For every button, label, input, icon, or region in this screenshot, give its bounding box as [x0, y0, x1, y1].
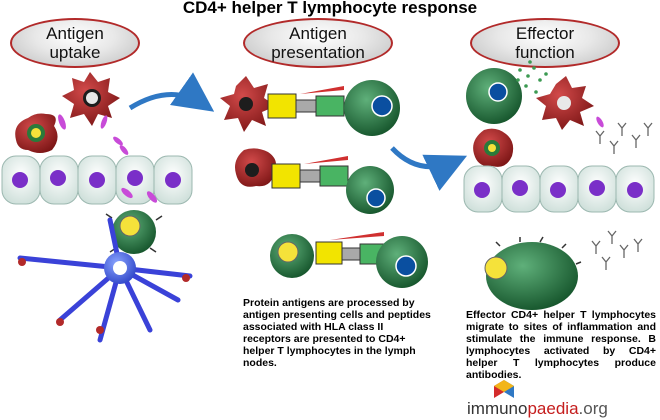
logo-text-immuno: immuno: [467, 399, 528, 418]
antigen-particles: [58, 114, 129, 155]
plasma-b-cell: [484, 236, 582, 310]
presentation-description: Protein antigens are processed by antige…: [243, 297, 431, 369]
stage-label-effector-function: Effector function: [470, 18, 620, 68]
apc-tcell-complex-1: [220, 76, 400, 136]
effector-t-cell: [466, 60, 548, 124]
dendritic-cell-top: [62, 72, 120, 126]
stage-label-line: Antigen: [289, 24, 347, 43]
apc-engulfing-cell-right: [473, 128, 514, 167]
macrophage-right: [536, 76, 604, 130]
effector-description: Effector CD4+ helper T lymphocytes migra…: [466, 309, 656, 381]
arrow-uptake-to-presentation: [128, 72, 215, 112]
stage-label-antigen-uptake: Antigen uptake: [10, 18, 140, 68]
antigen-particles-lower: [121, 187, 158, 203]
stage-label-line: Antigen: [46, 24, 104, 43]
stage-label-antigen-presentation: Antigen presentation: [243, 18, 393, 68]
t-cell-left: [105, 210, 163, 254]
epithelium-right: [463, 165, 655, 213]
antibodies-lower: [591, 230, 643, 270]
antibodies-upper: [595, 122, 653, 154]
stage-label-line: function: [515, 43, 575, 62]
logo-text-paedia: paedia: [527, 399, 579, 418]
apc-engulfing-cell: [15, 113, 58, 153]
apc-tcell-complex-2: [235, 148, 394, 214]
migrating-dendritic-cell: [17, 217, 193, 343]
epithelium-left: [1, 155, 193, 205]
logo-text-org: .org: [578, 399, 608, 418]
arrow-presentation-to-effector: [390, 146, 468, 191]
stage-label-line: Effector: [515, 24, 575, 43]
diagram-title: CD4+ helper T lymphocyte response: [182, 0, 478, 17]
stage-label-line: presentation: [271, 43, 365, 62]
immunopaedia-logo-mark: [494, 380, 514, 398]
stage-label-line: uptake: [49, 43, 101, 62]
immunopaedia-logo[interactable]: immunopaedia.org: [467, 400, 608, 418]
apc-tcell-complex-3: [270, 232, 428, 288]
